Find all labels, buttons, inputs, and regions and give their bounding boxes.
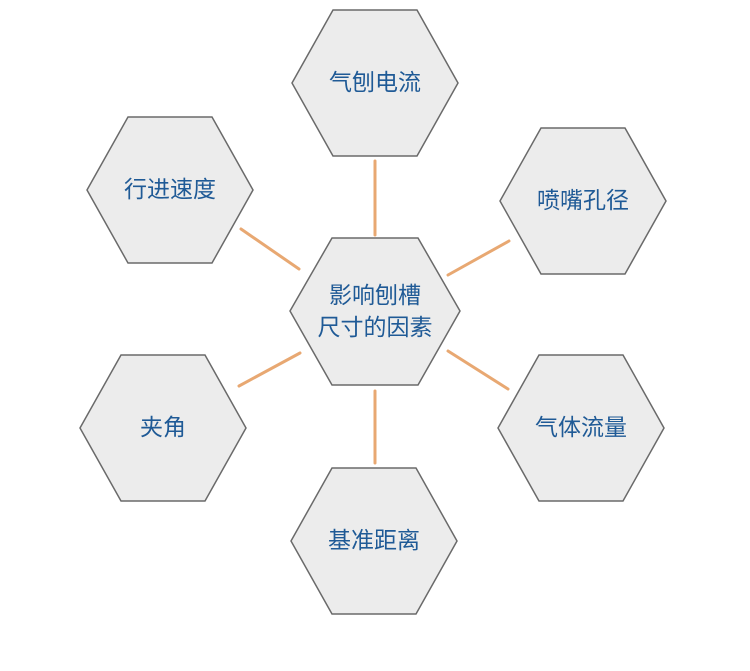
factor-label-left-bottom: 夹角 [140,415,186,441]
hexagon-left-top [86,116,254,264]
center-label-line1: 影响刨槽 [329,283,421,309]
hexagon-center [289,237,461,386]
center-label-line2: 尺寸的因素 [318,315,433,341]
connector-left-top [239,227,301,271]
connectors [237,159,511,465]
connector-right-bottom [446,349,510,391]
hexagon-top [291,9,459,157]
hexagon-right-top [499,127,667,275]
connector-left-bottom [237,351,302,388]
hexagon-right-bottom [497,354,665,502]
factor-label-right-top: 喷嘴孔径 [537,188,629,214]
factor-label-bottom: 基准距离 [328,528,420,554]
factor-label-left-top: 行进速度 [124,177,216,203]
hexagon-left-bottom [79,354,247,502]
factor-label-right-bottom: 气体流量 [535,415,627,441]
hexagon-bottom [290,467,458,615]
connector-right-top [446,239,511,277]
factor-label-top: 气刨电流 [329,70,421,96]
